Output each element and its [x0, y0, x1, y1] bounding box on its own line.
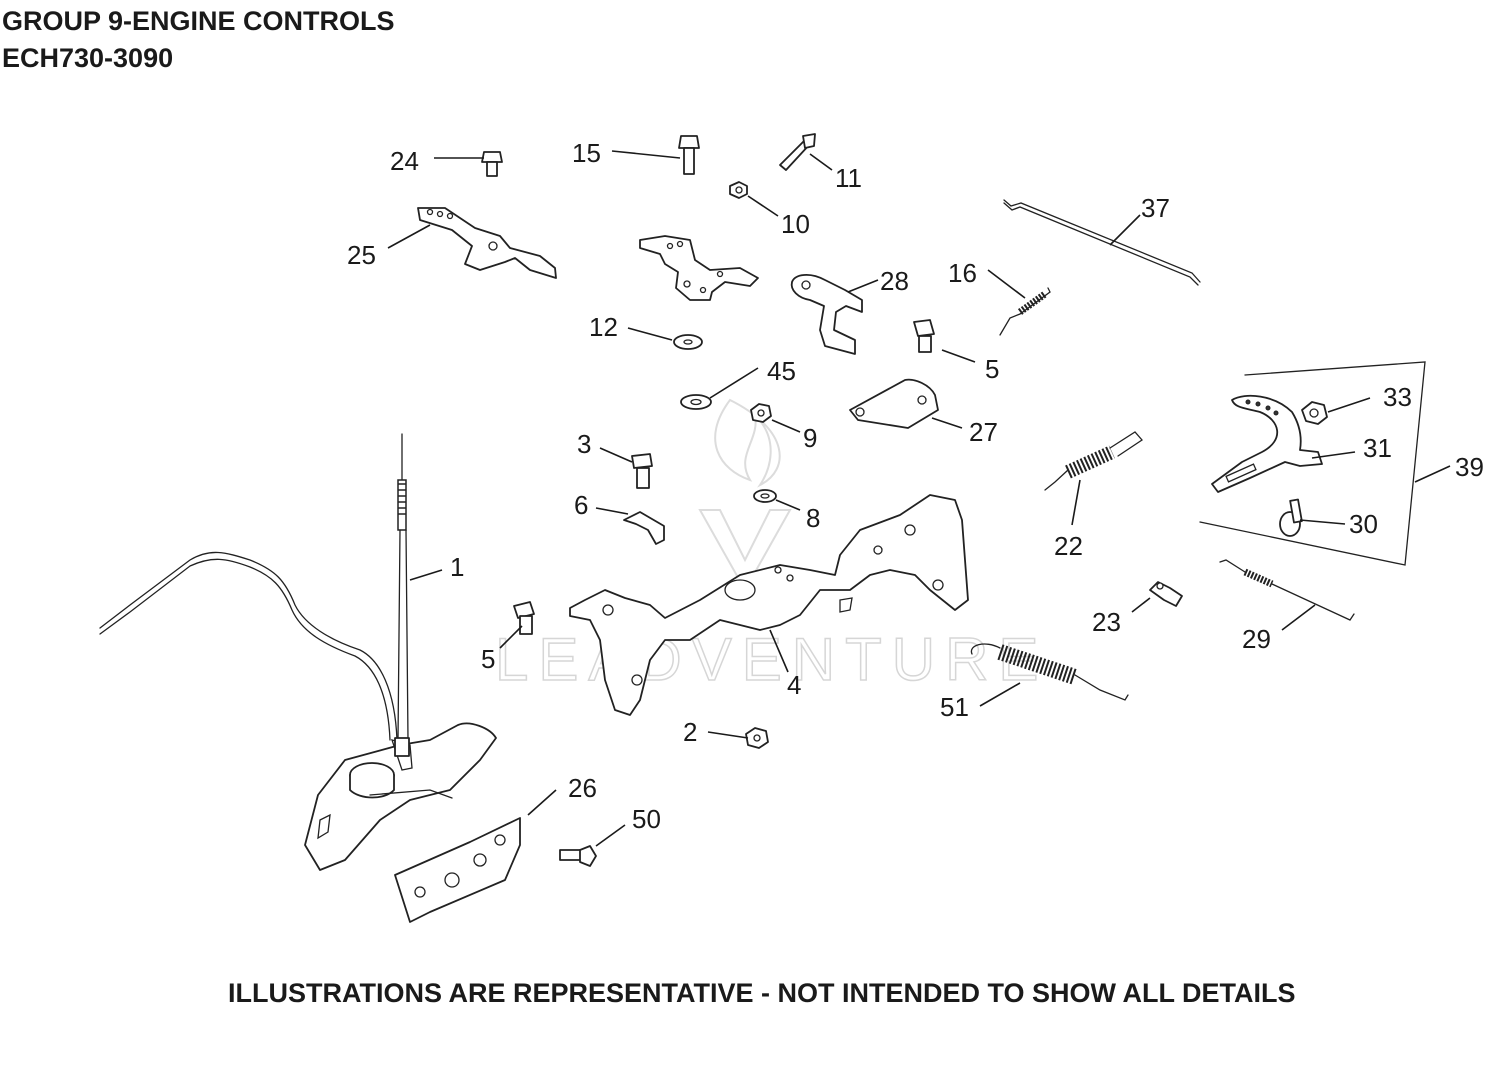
- part-45-washer: [680, 394, 712, 410]
- callout-4: 4: [787, 670, 801, 700]
- part-1-cable: [99, 433, 409, 741]
- callout-24: 24: [390, 146, 419, 176]
- callout-16: 16: [948, 258, 977, 288]
- callout-8: 8: [806, 503, 820, 533]
- callout-30: 30: [1349, 509, 1378, 539]
- part-31-lever: [1211, 394, 1323, 493]
- part-5-bolt-lower: [513, 601, 535, 635]
- callout-45: 45: [767, 356, 796, 386]
- model-number: ECH730-3090: [2, 43, 174, 73]
- watermark-text: LEADVENTURE: [495, 626, 1048, 693]
- callout-25: 25: [347, 240, 376, 270]
- part-6-clip: [623, 511, 665, 545]
- part-9-nut: [750, 403, 772, 423]
- callout-22: 22: [1054, 531, 1083, 561]
- part-10-nut: [729, 181, 748, 199]
- watermark: LEADVENTURE: [494, 398, 1048, 694]
- callout-26: 26: [568, 773, 597, 803]
- callout-labels: 24 15 11 10 37 25 28 16 12 5 45 33 9 27 …: [347, 138, 1484, 834]
- part-29-spring: [1219, 559, 1355, 621]
- part-8-washer: [753, 489, 777, 503]
- part-27-plate: [849, 378, 939, 429]
- part-24-bolt: [481, 151, 503, 177]
- callout-23: 23: [1092, 607, 1121, 637]
- callout-3: 3: [577, 429, 591, 459]
- part-28-bracket: [790, 274, 863, 355]
- callout-33: 33: [1383, 382, 1412, 412]
- part-22-spring: [1044, 431, 1143, 491]
- callout-1: 1: [450, 552, 464, 582]
- speed-control-assembly: [304, 722, 497, 871]
- callout-6: 6: [574, 490, 588, 520]
- disclaimer-note: ILLUSTRATIONS ARE REPRESENTATIVE - NOT I…: [228, 978, 1296, 1008]
- callout-5-lower: 5: [481, 644, 495, 674]
- callout-31: 31: [1363, 433, 1392, 463]
- throttle-lever-bracket: [639, 235, 759, 301]
- part-3-bolt: [631, 453, 653, 489]
- part-11-pin: [779, 133, 816, 171]
- callout-5-upper: 5: [985, 354, 999, 384]
- part-23-clip: [1149, 581, 1183, 607]
- callout-50: 50: [632, 804, 661, 834]
- part-26-plate: [394, 817, 521, 923]
- part-12-washer: [673, 334, 703, 350]
- callout-37: 37: [1141, 193, 1170, 223]
- part-30-pin: [1279, 498, 1303, 537]
- part-25-bracket: [417, 207, 557, 279]
- callout-28: 28: [880, 266, 909, 296]
- part-33-nut: [1301, 401, 1328, 425]
- callout-15: 15: [572, 138, 601, 168]
- callout-9: 9: [803, 423, 817, 453]
- part-5-bolt-upper: [913, 319, 935, 353]
- part-50-bolt: [559, 845, 597, 867]
- page-title: GROUP 9-ENGINE CONTROLS: [2, 6, 395, 36]
- callout-2: 2: [683, 717, 697, 747]
- part-37-rod: [1003, 199, 1201, 286]
- part-4-main-bracket: [569, 494, 969, 716]
- callout-10: 10: [781, 209, 810, 239]
- part-39-kit-outline: [1199, 361, 1426, 566]
- callout-27: 27: [969, 417, 998, 447]
- callout-29: 29: [1242, 624, 1271, 654]
- callout-51: 51: [940, 692, 969, 722]
- part-51-spring: [970, 643, 1129, 701]
- callout-11: 11: [835, 163, 862, 193]
- part-2-nut: [745, 727, 769, 749]
- part-16-spring: [999, 287, 1051, 336]
- callout-39: 39: [1455, 452, 1484, 482]
- callout-12: 12: [589, 312, 618, 342]
- leader-lines: [387, 150, 1451, 847]
- part-15-bolt: [678, 135, 700, 175]
